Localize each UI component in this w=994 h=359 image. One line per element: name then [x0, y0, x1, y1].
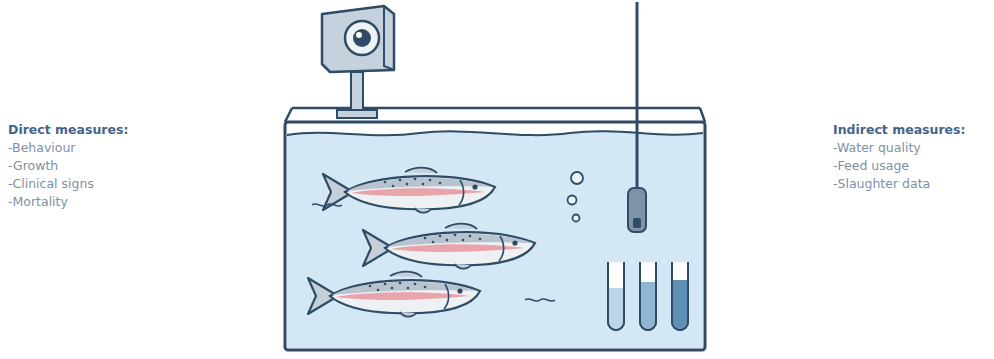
list-item: -Behaviour	[8, 139, 168, 157]
section-heading: Indirect measures:	[833, 121, 993, 139]
list-item: -Growth	[8, 157, 168, 175]
list-item: -Water quality	[833, 139, 993, 157]
list-item: -Feed usage	[833, 157, 993, 175]
list-item: -Clinical signs	[8, 175, 168, 193]
section-heading: Direct measures:	[8, 121, 168, 139]
list-item: -Slaughter data	[833, 175, 993, 193]
list-item: -Mortality	[8, 193, 168, 211]
